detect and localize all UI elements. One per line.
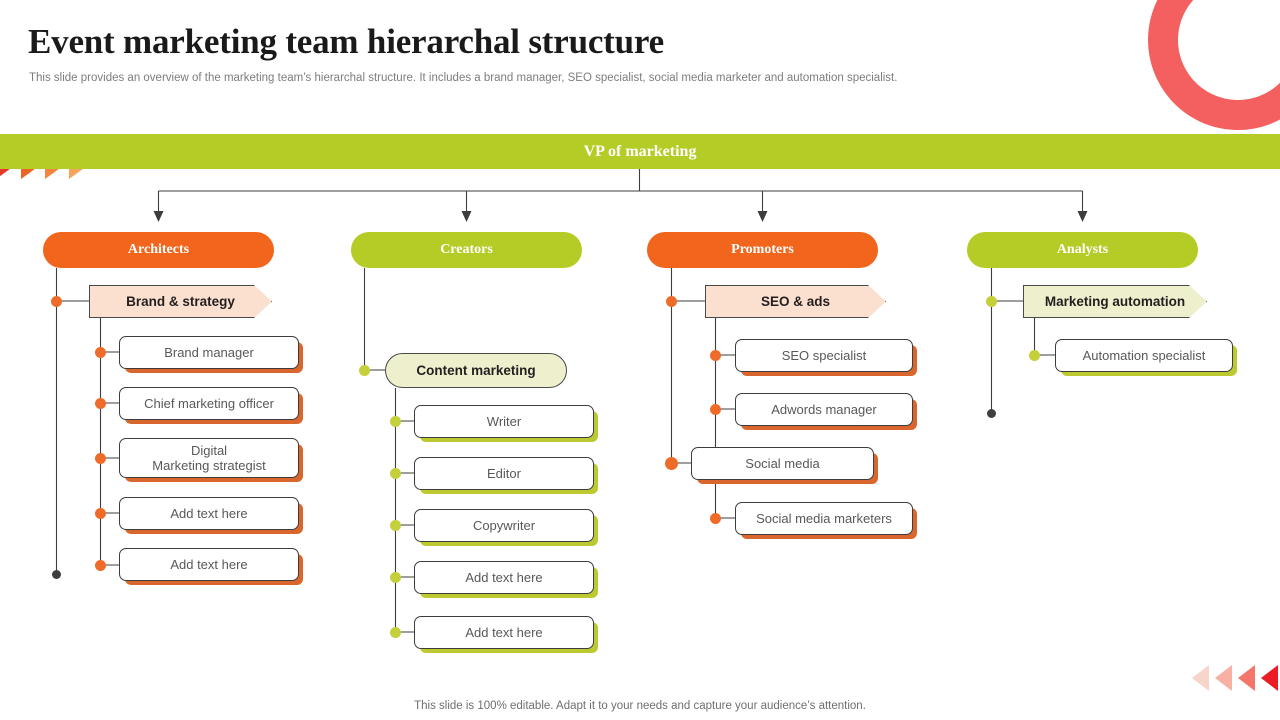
leaf-label: Editor bbox=[487, 465, 521, 481]
leaf-label: Adwords manager bbox=[771, 401, 877, 417]
category-label-creators: Creators bbox=[440, 242, 493, 257]
spine-end-dot-architects bbox=[52, 570, 61, 579]
subhead-label-content-marketing: Content marketing bbox=[416, 363, 536, 378]
category-pill-creators[interactable]: Creators bbox=[351, 232, 582, 268]
leaf-label: Copywriter bbox=[472, 517, 536, 533]
subhead-seo-and-ads[interactable]: SEO & ads bbox=[705, 285, 886, 318]
page-subtitle: This slide provides an overview of the m… bbox=[29, 72, 898, 84]
subhead-brand-and-strategy[interactable]: Brand & strategy bbox=[89, 285, 272, 318]
leaf-label: SEO specialist bbox=[781, 347, 867, 363]
leaf-editor[interactable]: Editor bbox=[414, 457, 594, 490]
subhead-content-marketing[interactable]: Content marketing bbox=[385, 353, 567, 388]
leaf-label: Add text here bbox=[170, 505, 248, 521]
category-label-architects: Architects bbox=[127, 242, 190, 257]
leaf-architects-add-text-1[interactable]: Add text here bbox=[119, 497, 299, 530]
category-pill-promoters[interactable]: Promoters bbox=[647, 232, 878, 268]
leaf-writer[interactable]: Writer bbox=[414, 405, 594, 438]
connector-dot-automation-specialist bbox=[1029, 350, 1040, 361]
leaf-label: Add text here bbox=[465, 569, 543, 585]
category-pill-architects[interactable]: Architects bbox=[43, 232, 274, 268]
category-label-analysts: Analysts bbox=[1056, 242, 1109, 257]
decorative-triangle-left-4 bbox=[1261, 665, 1278, 691]
subhead-marketing-automation[interactable]: Marketing automation bbox=[1023, 285, 1207, 318]
connector-dot-content-marketing bbox=[359, 365, 370, 376]
page-title: Event marketing team hierarchal structur… bbox=[28, 22, 664, 61]
spine-end-dot-analysts bbox=[987, 409, 996, 418]
decorative-triangle-left-1 bbox=[1192, 665, 1209, 691]
leaf-label: Digital Marketing strategist bbox=[152, 442, 266, 473]
connector-dot-seo-specialist bbox=[710, 350, 721, 361]
leaf-label: Social media marketers bbox=[756, 510, 892, 526]
leaf-brand-manager[interactable]: Brand manager bbox=[119, 336, 299, 369]
connector-dot-editor bbox=[390, 468, 401, 479]
leaf-copywriter[interactable]: Copywriter bbox=[414, 509, 594, 542]
leaf-seo-specialist[interactable]: SEO specialist bbox=[735, 339, 913, 372]
leaf-creators-add-text-1[interactable]: Add text here bbox=[414, 561, 594, 594]
connector-dot-social-media bbox=[665, 457, 678, 470]
footer-note: This slide is 100% editable. Adapt it to… bbox=[414, 700, 866, 712]
leaf-label: Add text here bbox=[465, 624, 543, 640]
decorative-triangle-left-3 bbox=[1238, 665, 1255, 691]
category-pill-analysts[interactable]: Analysts bbox=[967, 232, 1198, 268]
subhead-social-media[interactable]: Social media bbox=[691, 447, 874, 480]
connector-dot-brand-manager bbox=[95, 347, 106, 358]
subhead-label-marketing-automation: Marketing automation bbox=[1044, 294, 1186, 309]
leaf-adwords-manager[interactable]: Adwords manager bbox=[735, 393, 913, 426]
subhead-label-social-media: Social media bbox=[745, 455, 820, 471]
subhead-label-seo-and-ads: SEO & ads bbox=[760, 294, 831, 309]
connector-dot-copywriter bbox=[390, 520, 401, 531]
connector-dot-creators-add-2 bbox=[390, 627, 401, 638]
connector-dot-adwords-manager bbox=[710, 404, 721, 415]
leaf-digital-marketing-strategist[interactable]: Digital Marketing strategist bbox=[119, 438, 299, 478]
leaf-chief-marketing-officer[interactable]: Chief marketing officer bbox=[119, 387, 299, 420]
leaf-label: Writer bbox=[486, 413, 522, 429]
subhead-label-brand-and-strategy: Brand & strategy bbox=[126, 294, 235, 309]
leaf-creators-add-text-2[interactable]: Add text here bbox=[414, 616, 594, 649]
leaf-social-media-marketers[interactable]: Social media marketers bbox=[735, 502, 913, 535]
connector-dot-brand-strategy bbox=[51, 296, 62, 307]
connector-dot-architects-add-2 bbox=[95, 560, 106, 571]
leaf-automation-specialist[interactable]: Automation specialist bbox=[1055, 339, 1233, 372]
connector-dot-cmo bbox=[95, 398, 106, 409]
leaf-label: Add text here bbox=[170, 556, 248, 572]
leaf-label: Automation specialist bbox=[1082, 347, 1206, 363]
leaf-architects-add-text-2[interactable]: Add text here bbox=[119, 548, 299, 581]
connector-dot-digital-strategist bbox=[95, 453, 106, 464]
decorative-triangle-left-2 bbox=[1215, 665, 1232, 691]
vp-of-marketing-banner[interactable]: VP of marketing bbox=[0, 134, 1280, 169]
connector-dot-writer bbox=[390, 416, 401, 427]
connector-dot-marketing-automation bbox=[986, 296, 997, 307]
leaf-label: Brand manager bbox=[164, 344, 254, 360]
connector-dot-creators-add-1 bbox=[390, 572, 401, 583]
connector-dot-seo-ads bbox=[666, 296, 677, 307]
category-label-promoters: Promoters bbox=[731, 242, 794, 257]
connector-dot-social-media-marketers bbox=[710, 513, 721, 524]
vp-of-marketing-label: VP of marketing bbox=[583, 142, 697, 160]
leaf-label: Chief marketing officer bbox=[144, 395, 274, 411]
connector-dot-architects-add-1 bbox=[95, 508, 106, 519]
